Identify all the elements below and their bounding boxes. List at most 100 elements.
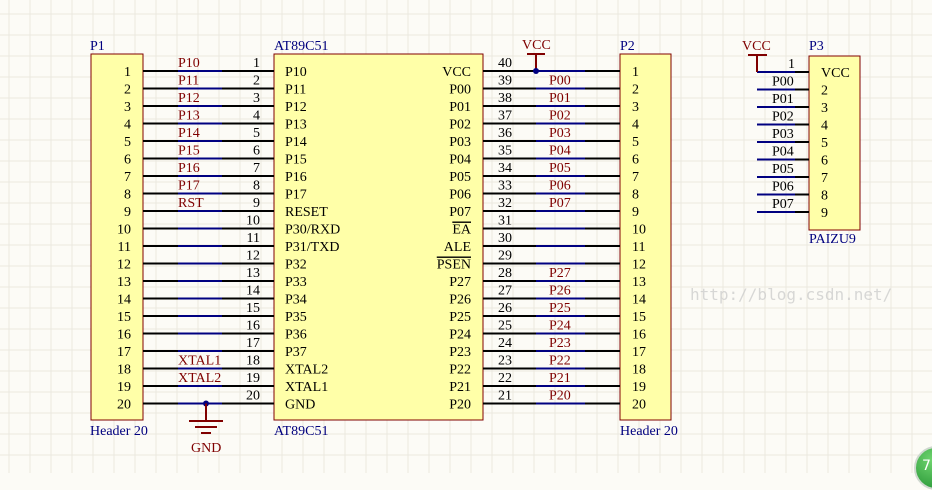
p2-pin-number: 19 [632,380,646,395]
u1-pin-name: P33 [285,275,307,290]
p2-pin-number: 4 [632,118,639,133]
u1-pin-name: P35 [285,310,307,325]
header-p1-body [90,53,144,421]
u1-pin-name: P11 [285,83,306,98]
u1-pin-number: 27 [498,284,512,299]
net-label: P25 [549,301,571,316]
u1-pin-name: P21 [449,380,471,395]
net-label: P15 [178,144,200,159]
u1-pin-number: 35 [498,144,512,159]
net-label: P16 [178,161,200,176]
u1-pin-name: P25 [449,310,471,325]
u1-pin-number: 33 [498,179,512,194]
badge-count: 7 [922,458,931,474]
u1-pin-number: 12 [246,249,260,264]
p1-pin-number: 18 [117,363,131,378]
p3-pin-name: 4 [821,119,828,134]
net-label: P14 [178,126,200,141]
p3-pin-name: 5 [821,136,828,151]
p1-pin-number: 9 [124,205,131,220]
p1-pin-number: 20 [117,398,131,413]
p2-pin-number: 20 [632,398,646,413]
net-label: P00 [772,75,794,90]
u1-pin-name: P27 [449,275,471,290]
p1-pin-number: 2 [124,83,131,98]
u1-pin-number: 10 [246,214,260,229]
u1-pin-name: XTAL1 [285,380,328,395]
p1-pin-number: 4 [124,118,131,133]
u1-pin-number: 38 [498,91,512,106]
p1-pin-number: 19 [117,380,131,395]
net-label: P20 [549,389,571,404]
p2-pin-number: 7 [632,170,639,185]
u1-pin-name: P31/TXD [285,240,339,255]
u1-pin-number: 13 [246,266,260,281]
u1-pin-number: 4 [253,109,260,124]
p1-pin-number: 13 [117,275,131,290]
net-label: P04 [772,145,794,160]
u1-pin-number: 2 [253,74,260,89]
net-label: P13 [178,109,200,124]
p2-pin-number: 13 [632,275,646,290]
net-label: P01 [772,92,794,107]
p3-pin-name: 6 [821,154,828,169]
p2-pin-number: 5 [632,135,639,150]
u1-pin-number: 11 [247,231,260,246]
p3-pin-number: 1 [788,57,795,72]
p1-pin-number: 11 [118,240,131,255]
net-label: P04 [549,144,571,159]
u1-pin-name: P37 [285,345,307,360]
net-label: P21 [549,371,571,386]
p2-pin-number: 10 [632,223,646,238]
p3-pin-name: 2 [821,84,828,99]
p2-pin-number: 6 [632,153,639,168]
u1-pin-number: 31 [498,214,512,229]
mcu-u1-body [273,53,484,421]
u1-pin-name: P26 [449,293,471,308]
u1-pin-number: 34 [498,161,512,176]
net-label: P07 [549,196,571,211]
u1-pin-number: 6 [253,144,260,159]
watermark: http://blog.csdn.net/ [690,285,892,304]
header-p3-body [808,55,861,231]
p3-pin-name: VCC [821,66,850,81]
u1-pin-number: 29 [498,249,512,264]
net-label: P11 [178,74,199,89]
p2-pin-number: 1 [632,65,639,80]
p1-pin-number: 10 [117,223,131,238]
p1-pin-number: 6 [124,153,131,168]
p1-pin-number: 7 [124,170,131,185]
u1-pin-number: 7 [253,161,260,176]
u1-pin-name: EA [452,223,472,238]
u1-pin-number: 25 [498,319,512,334]
u1-pin-number: 30 [498,231,512,246]
u1-pin-name: P12 [285,100,307,115]
net-label: P05 [772,162,794,177]
net-label: P05 [549,161,571,176]
net-label: P00 [549,74,571,89]
net-label: P10 [178,56,200,71]
p2-pin-number: 14 [632,293,646,308]
p1-pin-number: 14 [117,293,131,308]
u1-pin-number: 36 [498,126,512,141]
u1-pin-name: P16 [285,170,307,185]
p2-pin-number: 18 [632,363,646,378]
u1-pin-number: 28 [498,266,512,281]
p1-pin-number: 15 [117,310,131,325]
p2-pin-number: 12 [632,258,646,273]
vcc-power-port: VCC [742,39,771,54]
u1-pin-name: P24 [449,328,471,343]
net-label: P07 [772,197,794,212]
u1-pin-name: P10 [285,65,307,80]
u1-pin-name: P22 [449,363,471,378]
u1-pin-name: VCC [442,65,471,80]
u1-pin-number: 9 [253,196,260,211]
p2-comment: Header 20 [620,424,678,439]
net-label: P03 [772,127,794,142]
u1-pin-name: P14 [285,135,307,150]
p1-pin-number: 3 [124,100,131,115]
u1-pin-name: XTAL2 [285,363,328,378]
u1-pin-number: 40 [498,56,512,71]
